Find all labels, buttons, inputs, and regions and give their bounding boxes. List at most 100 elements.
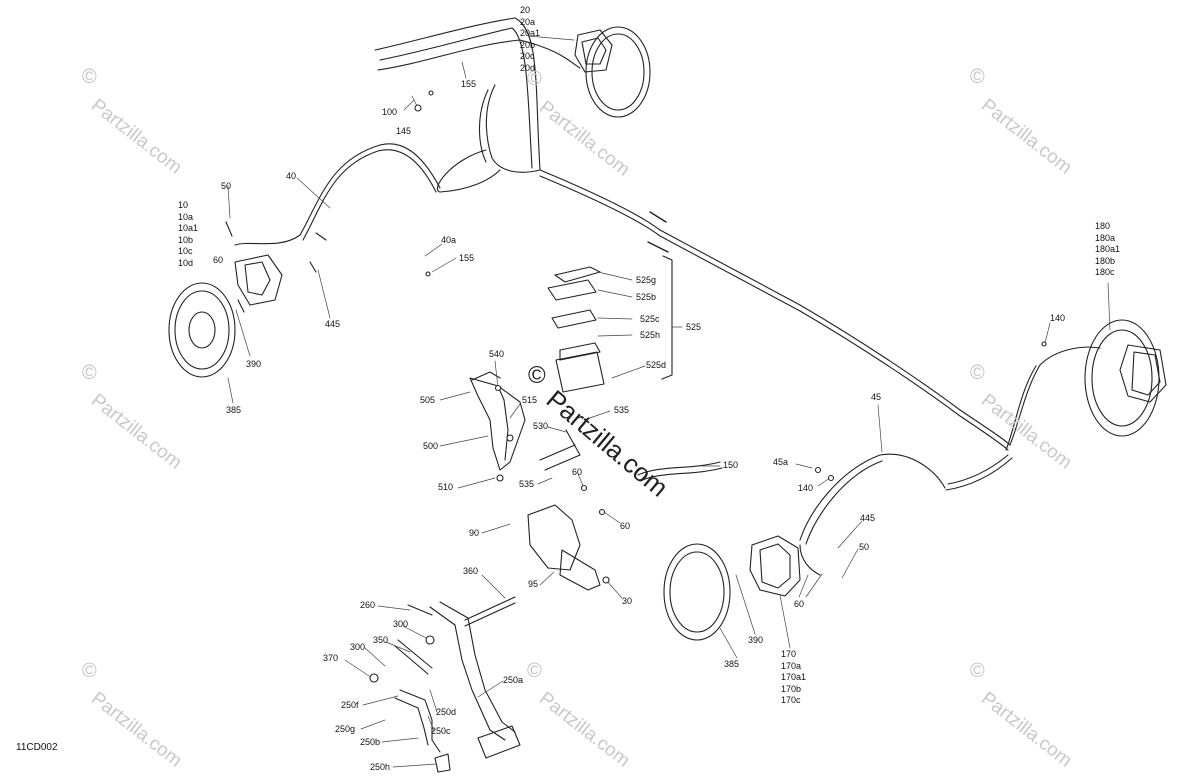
callout-90: 90	[469, 528, 480, 538]
callout-10c: 10c	[178, 246, 193, 256]
watermark-copyright: ©	[527, 68, 542, 90]
watermark-copyright-center: ©	[528, 362, 546, 389]
callout-385: 385	[724, 659, 740, 669]
callout-20b: 20b	[520, 39, 536, 50]
callout-530: 530	[533, 421, 549, 431]
callout-20: 20	[520, 5, 531, 15]
callout-350: 350	[373, 635, 389, 645]
callout-60: 60	[572, 467, 583, 477]
callout-95: 95	[528, 579, 539, 589]
callout-525h: 525h	[640, 330, 661, 340]
callout-525g: 525g	[636, 275, 657, 285]
watermark-copyright: ©	[82, 66, 97, 88]
callout-170a: 170a	[781, 660, 802, 671]
callout-510: 510	[438, 482, 454, 492]
callout-10a: 10a	[178, 211, 194, 222]
callout-390: 390	[748, 635, 764, 645]
callout-group-20: 20 20a 20a1 20b 20c 20d	[520, 5, 540, 74]
callout-250d: 250d	[436, 707, 457, 717]
callout-250b: 250b	[360, 737, 381, 747]
callout-50: 50	[221, 181, 232, 191]
callout-170b: 170b	[781, 683, 802, 694]
callout-180b: 180b	[1095, 255, 1116, 266]
callout-300: 300	[350, 642, 366, 652]
brake-line-front	[234, 17, 581, 246]
callout-20a1: 20a1	[520, 28, 541, 38]
callout-250h: 250h	[370, 762, 391, 772]
front-right-brake	[574, 26, 651, 118]
callout-180c: 180c	[1095, 267, 1115, 277]
callout-250g: 250g	[335, 724, 356, 734]
callout-60: 60	[213, 255, 224, 265]
callout-10a1: 10a1	[178, 223, 199, 233]
callout-60: 60	[620, 521, 631, 531]
callout-525: 525	[686, 322, 702, 332]
callout-10d: 10d	[178, 257, 194, 268]
callout-group-10: 10 10a 10a1 10b 10c 10d	[178, 200, 198, 269]
callout-385: 385	[226, 405, 242, 415]
callout-180a: 180a	[1095, 232, 1116, 243]
callout-20c: 20c	[520, 51, 535, 61]
watermark-copyright: ©	[82, 660, 97, 682]
callout-40a: 40a	[441, 235, 457, 245]
brake-pedal	[394, 596, 521, 773]
callout-250f: 250f	[341, 700, 359, 710]
drawing-code: 11CD002	[16, 742, 58, 753]
watermark-copyright: ©	[970, 66, 985, 88]
fasteners	[369, 90, 1047, 683]
callout-group-170: 170 170a 170a1 170b 170c	[781, 649, 806, 707]
callout-45a: 45a	[773, 457, 789, 467]
callout-60: 60	[794, 599, 805, 609]
callout-140: 140	[1050, 313, 1066, 323]
watermark-copyright: ©	[970, 660, 985, 682]
callout-515: 515	[522, 395, 538, 405]
callout-150: 150	[723, 460, 739, 470]
callout-155: 155	[461, 79, 477, 89]
master-cylinder-body	[527, 429, 601, 591]
hose-150	[637, 461, 723, 482]
callout-535: 535	[614, 405, 630, 415]
callout-540: 540	[489, 349, 505, 359]
callout-250a: 250a	[503, 675, 524, 685]
callout-30: 30	[622, 596, 633, 606]
front-left-brake	[168, 221, 327, 378]
callout-525b: 525b	[636, 292, 657, 302]
callout-145: 145	[396, 126, 412, 136]
callout-170a1: 170a1	[781, 672, 807, 682]
callout-370: 370	[323, 653, 339, 663]
callout-390: 390	[246, 359, 262, 369]
brake-line-rear	[539, 169, 1101, 491]
watermark-copyright: ©	[82, 362, 97, 384]
callout-170: 170	[781, 649, 797, 659]
rear-left-brake	[663, 453, 946, 641]
master-cylinder-reservoir	[547, 255, 673, 393]
callout-445: 445	[860, 513, 876, 523]
callout-100: 100	[382, 107, 398, 117]
callout-180: 180	[1095, 221, 1111, 231]
callout-300: 300	[393, 619, 409, 629]
callout-525d: 525d	[646, 360, 667, 370]
watermark-copyright: ©	[970, 362, 985, 384]
callout-group-180: 180 180a 180a1 180b 180c	[1095, 221, 1120, 279]
rear-right-brake	[1084, 319, 1167, 437]
callout-505: 505	[420, 395, 436, 405]
callout-250c: 250c	[431, 726, 451, 736]
callout-20d: 20d	[520, 62, 536, 73]
callout-10b: 10b	[178, 234, 194, 245]
callout-155: 155	[459, 253, 475, 263]
callout-10: 10	[178, 200, 189, 210]
callout-445: 445	[325, 319, 341, 329]
callout-140: 140	[798, 483, 814, 493]
callout-40: 40	[286, 171, 297, 181]
callout-535: 535	[519, 479, 535, 489]
callout-360: 360	[463, 566, 479, 576]
watermark-copyright: ©	[527, 660, 542, 682]
callout-525c: 525c	[640, 314, 660, 324]
callout-45: 45	[871, 392, 882, 402]
leader-lines	[227, 35, 1111, 768]
callout-180a1: 180a1	[1095, 244, 1121, 254]
callout-20a: 20a	[520, 16, 536, 27]
callout-260: 260	[360, 600, 376, 610]
